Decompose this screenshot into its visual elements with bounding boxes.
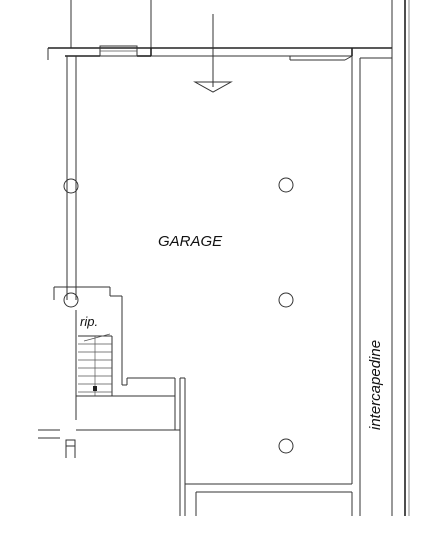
pillar-icon	[278, 292, 294, 308]
pillar-icon	[278, 177, 294, 193]
top-stub-walls	[70, 0, 393, 48]
storage-label: rip.	[80, 314, 98, 329]
stair-area	[53, 286, 175, 420]
pillar-markers	[278, 177, 294, 454]
garage-label: GARAGE	[158, 233, 223, 250]
right-wall	[351, 56, 361, 516]
garage-window	[99, 45, 138, 57]
entry-arrow-icon	[193, 14, 233, 93]
pillar-icon	[278, 438, 294, 454]
column-marker	[63, 292, 79, 308]
lower-left-walls	[38, 378, 181, 458]
left-wall	[47, 48, 79, 308]
cavity-label: intercapedine	[367, 340, 384, 430]
column-marker	[63, 178, 79, 194]
stair-treads	[78, 333, 112, 396]
garage-top-wall	[48, 47, 393, 61]
cavity-walls	[391, 0, 410, 516]
lower-center-walls	[179, 377, 352, 516]
